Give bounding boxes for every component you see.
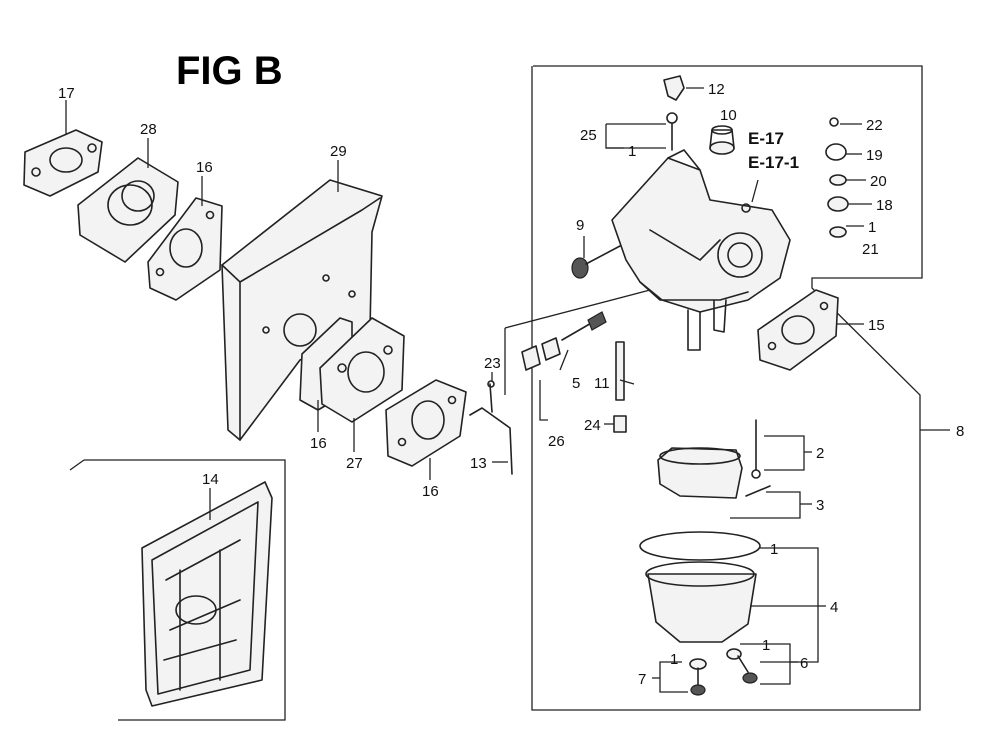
callout-18: 18 xyxy=(876,197,893,214)
callout-26: 26 xyxy=(548,433,565,450)
part-16-gasket-lower xyxy=(385,379,467,467)
callout-14: 14 xyxy=(202,471,219,488)
part-20-washer xyxy=(829,174,847,186)
part-12-lever xyxy=(663,75,685,101)
callout-1-c: 1 xyxy=(770,541,778,558)
frame-edge xyxy=(69,459,85,471)
part-23-screw-head xyxy=(487,380,495,388)
callout-6: 6 xyxy=(800,655,808,672)
part-23-screw xyxy=(489,383,493,413)
callout-1-b: 1 xyxy=(868,219,876,236)
figure-title: FIG B xyxy=(176,49,283,93)
part-19-spring xyxy=(825,143,847,161)
callout-3: 3 xyxy=(816,497,824,514)
callout-22: 22 xyxy=(866,117,883,134)
part-11-needle xyxy=(615,341,625,401)
part-21-washer xyxy=(829,226,847,238)
callout-5: 5 xyxy=(572,375,580,392)
callout-17: 17 xyxy=(58,85,75,102)
callout-19: 19 xyxy=(866,147,883,164)
part-6-bolt xyxy=(726,648,758,684)
callout-16-a: 16 xyxy=(196,159,213,176)
callout-10: 10 xyxy=(720,107,737,124)
callout-25: 25 xyxy=(580,127,597,144)
part-28-insulator xyxy=(77,157,179,263)
callout-8: 8 xyxy=(956,423,964,440)
part-26-jet-group xyxy=(521,311,607,371)
callout-27: 27 xyxy=(346,455,363,472)
callout-9: 9 xyxy=(576,217,584,234)
part-10-cap xyxy=(709,125,735,155)
callout-4: 4 xyxy=(830,599,838,616)
jet-inner-frame xyxy=(504,289,651,329)
callout-1-a: 1 xyxy=(628,143,636,160)
callout-15: 15 xyxy=(868,317,885,334)
part-16-gasket-upper xyxy=(147,197,223,301)
callout-16-b: 16 xyxy=(310,435,327,452)
part-7-drain-screw xyxy=(689,658,707,696)
part-27-insulator xyxy=(319,317,405,423)
part-29-shroud xyxy=(221,179,383,441)
carburetor-assembly-frame xyxy=(531,65,923,711)
callout-28: 28 xyxy=(140,121,157,138)
callout-1-d: 1 xyxy=(762,637,770,654)
callout-16-c: 16 xyxy=(422,483,439,500)
part-2-needle-valve xyxy=(751,419,761,479)
part-13-rod xyxy=(469,407,513,475)
carburetor-body xyxy=(611,149,791,351)
part-float xyxy=(657,447,743,499)
callout-2: 2 xyxy=(816,445,824,462)
air-filter-frame xyxy=(84,459,286,721)
part-float-bowl xyxy=(639,531,761,643)
callout-13: 13 xyxy=(470,455,487,472)
part-18-seal xyxy=(827,196,849,212)
part-9-screw xyxy=(571,245,621,279)
callout-29: 29 xyxy=(330,143,347,160)
callout-20: 20 xyxy=(870,173,887,190)
callout-24: 24 xyxy=(584,417,601,434)
callout-11: 11 xyxy=(594,375,610,392)
part-17-gasket xyxy=(23,129,103,197)
part-14-filter-plate xyxy=(141,481,273,707)
leader-lines xyxy=(65,87,950,693)
ref-label-2: E-17-1 xyxy=(748,153,799,172)
part-22-pin xyxy=(829,117,839,127)
ref-label-1: E-17 xyxy=(748,129,784,148)
part-24-nut xyxy=(613,415,627,433)
part-25-screw-set xyxy=(666,112,678,151)
callout-21: 21 xyxy=(862,241,879,258)
callout-12: 12 xyxy=(708,81,725,98)
callout-1-e: 1 xyxy=(670,651,678,668)
part-15-gasket xyxy=(757,289,839,371)
callout-23: 23 xyxy=(484,355,501,372)
callout-7: 7 xyxy=(638,671,646,688)
part-3-pin xyxy=(745,485,771,497)
